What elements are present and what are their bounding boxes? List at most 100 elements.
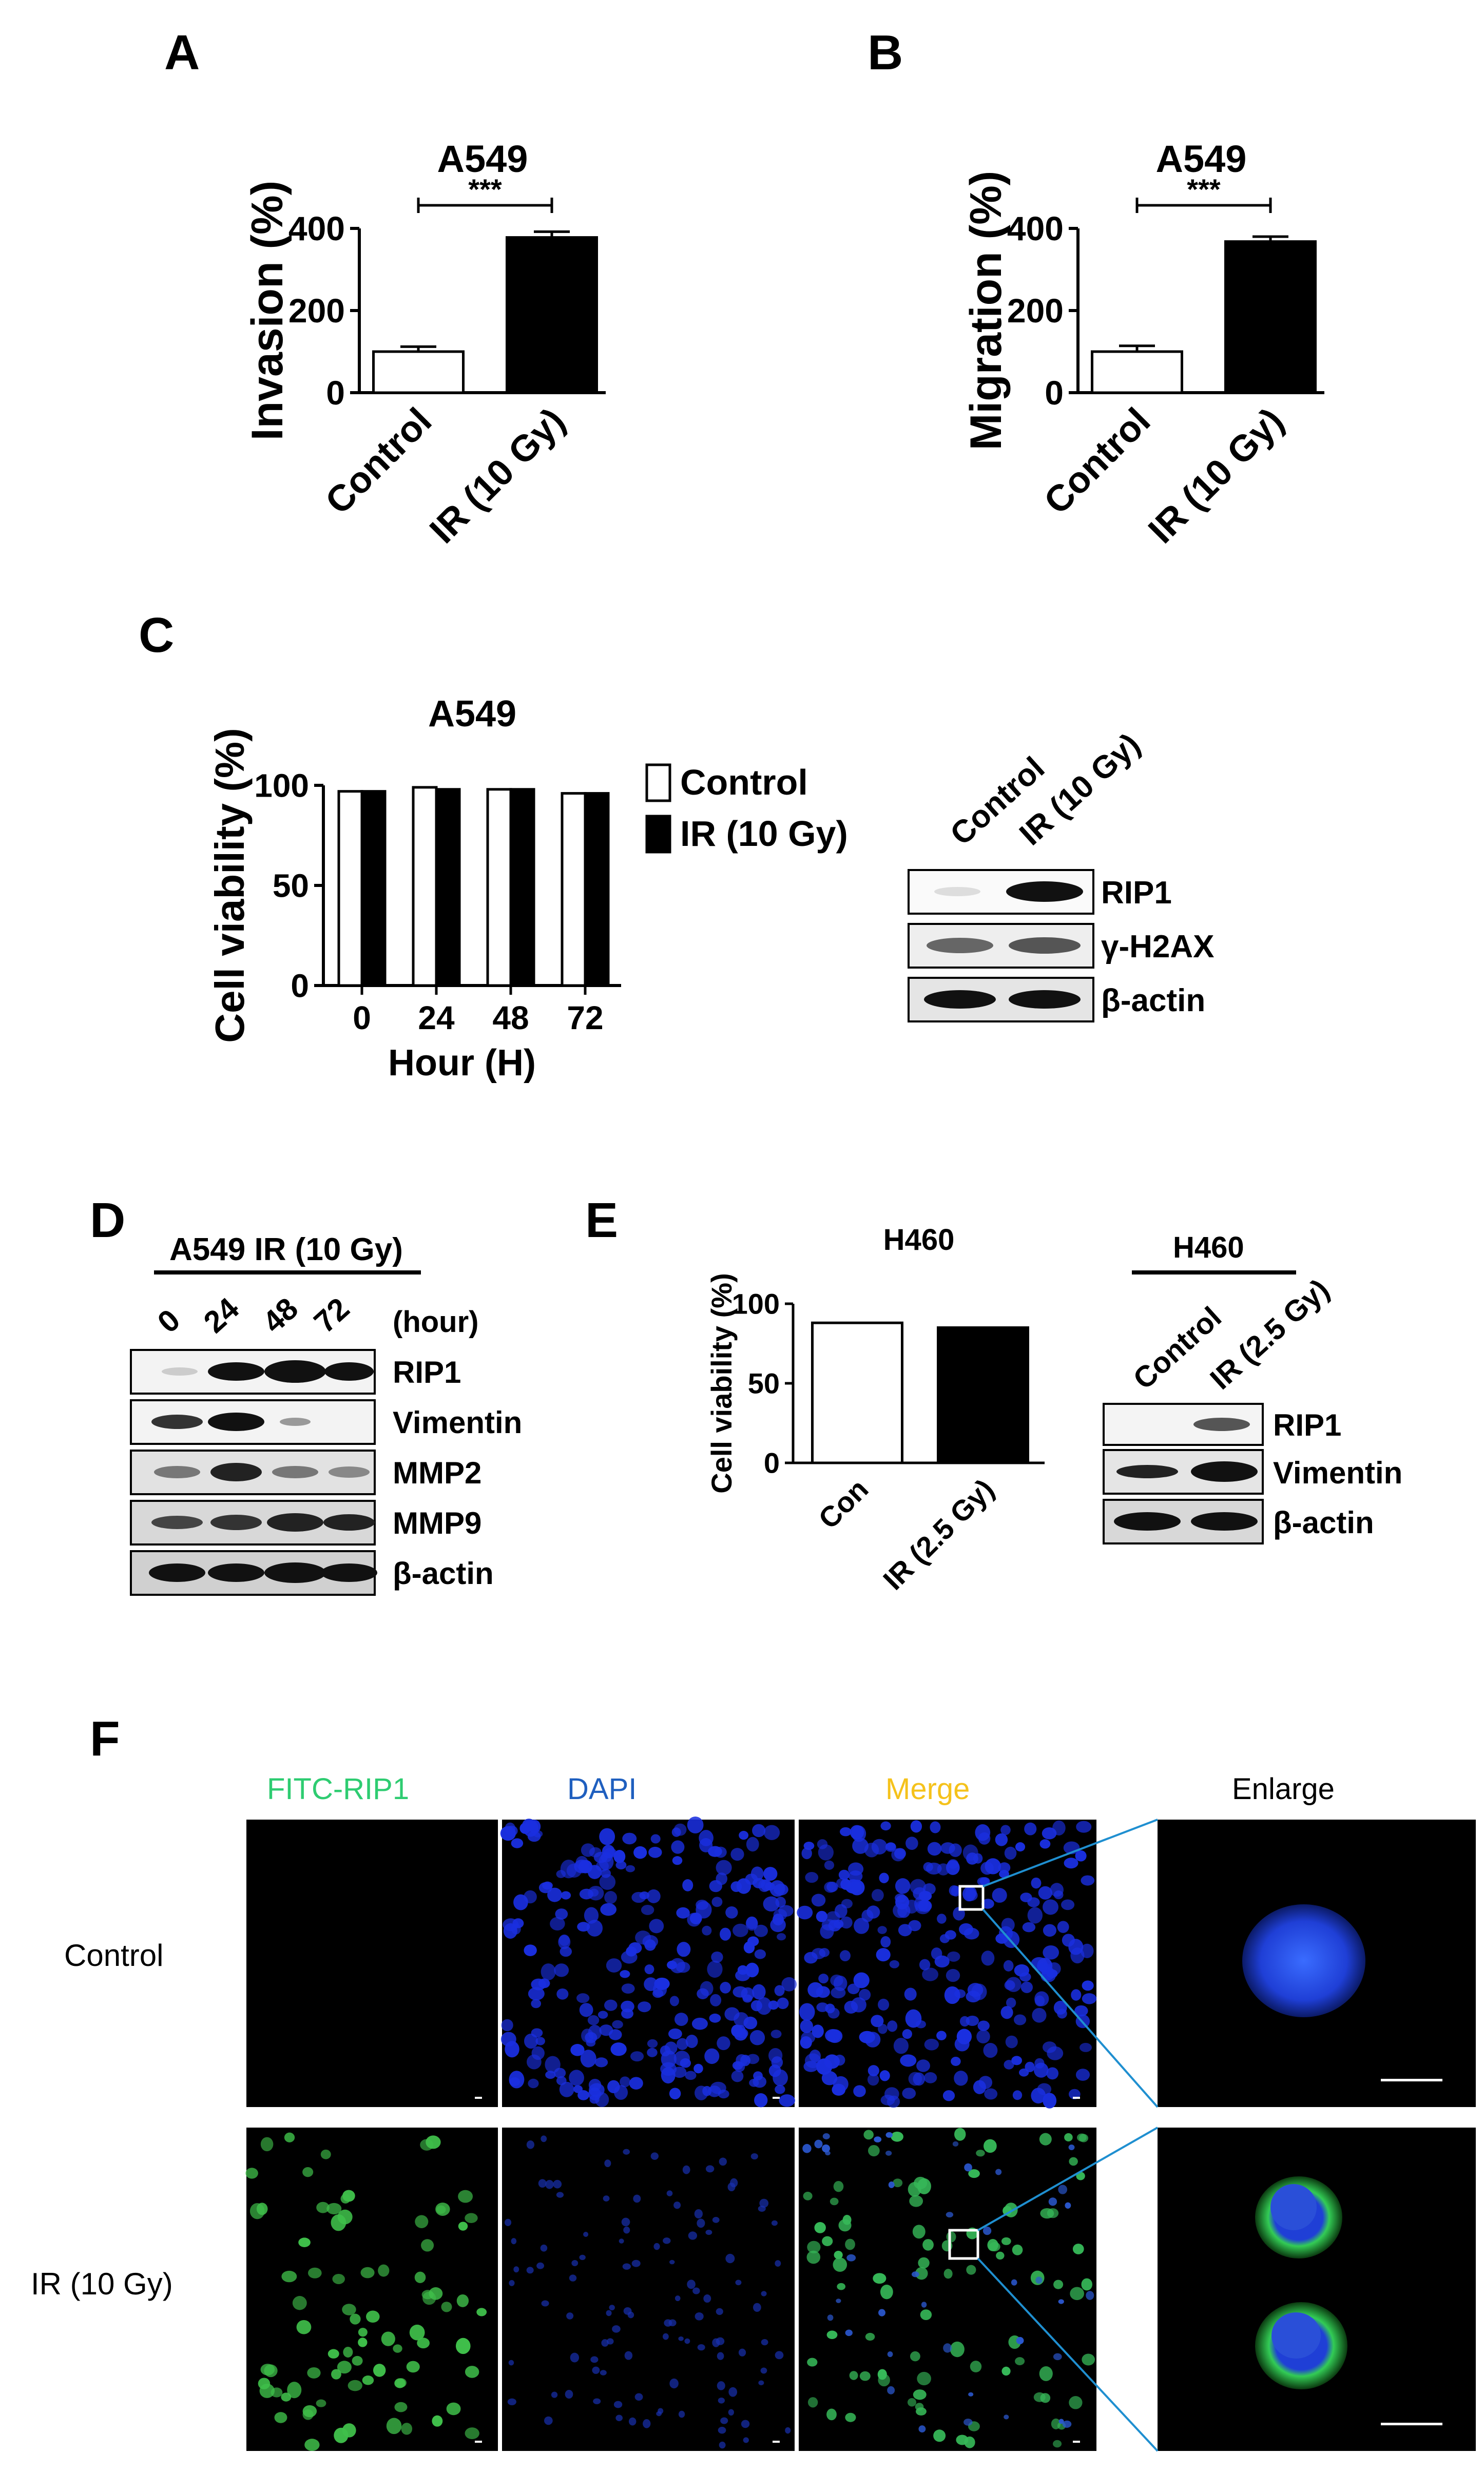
- cell: [560, 1946, 572, 1957]
- cell: [743, 2016, 758, 2030]
- cell: [943, 2269, 953, 2279]
- panel-letter-f: F: [90, 1711, 120, 1766]
- scale-bar: [1073, 2097, 1080, 2099]
- cell: [768, 2048, 783, 2063]
- cell: [949, 1885, 959, 1896]
- y-tick-label: 50: [273, 867, 309, 904]
- cell: [350, 2313, 361, 2325]
- cell: [633, 1846, 647, 1859]
- cell: [840, 1916, 853, 1929]
- cell: [666, 2190, 673, 2196]
- cell: [859, 1988, 871, 2001]
- bar: [584, 792, 610, 987]
- blot-band: [323, 1514, 375, 1531]
- if-image-ir-enlarge: [1158, 2128, 1476, 2451]
- y-tick-label: 0: [326, 374, 345, 412]
- y-tick-label: 50: [748, 1367, 780, 1400]
- cell: [801, 2031, 816, 2044]
- zoom-line: [977, 2257, 1159, 2452]
- bar: [561, 792, 587, 987]
- cell: [865, 2332, 875, 2341]
- cell: [1004, 1846, 1017, 1860]
- cell: [654, 1977, 670, 1990]
- cell: [362, 2376, 374, 2385]
- cell: [623, 2149, 630, 2155]
- nucleus-enlarged: [1270, 2184, 1317, 2230]
- x-tick-label: Con: [812, 1473, 875, 1535]
- cell: [555, 1908, 568, 1920]
- cell: [850, 1825, 864, 1840]
- cell: [801, 1847, 812, 1860]
- cell: [995, 1933, 1009, 1944]
- cell: [682, 2165, 690, 2174]
- nucleus-enlarged: [1242, 1904, 1365, 2017]
- cell: [671, 1827, 681, 1837]
- cell: [524, 1890, 537, 1904]
- cell: [717, 2036, 730, 2051]
- blot-band: [208, 1362, 264, 1381]
- cell: [394, 2378, 406, 2388]
- cell: [908, 2072, 922, 2086]
- cell: [837, 2283, 846, 2290]
- cell: [879, 2070, 890, 2081]
- cell: [1042, 1827, 1057, 1840]
- cell: [802, 2143, 812, 2153]
- blot-d: A549 IR (10 Gy) 0 24 48 72 (hour) RIP1 V…: [130, 1232, 522, 1596]
- cell: [761, 2339, 768, 2346]
- cell: [682, 1879, 693, 1891]
- cell: [947, 1951, 960, 1962]
- blot-band: [267, 1513, 323, 1532]
- cell: [523, 1819, 538, 1837]
- cell: [348, 2380, 362, 2391]
- cell: [758, 2380, 764, 2386]
- cell: [304, 2439, 320, 2451]
- cell: [600, 1903, 617, 1916]
- cell: [711, 1897, 723, 1907]
- cell: [623, 2226, 630, 2234]
- cell: [697, 2344, 705, 2351]
- cell: [281, 2270, 297, 2283]
- cell: [885, 2132, 893, 2138]
- cell: [624, 2351, 633, 2360]
- cell: [565, 2389, 573, 2399]
- if-image-control-fitc: [246, 1820, 498, 2107]
- cell: [569, 2274, 577, 2282]
- cell: [853, 1972, 870, 1988]
- cell: [1057, 1921, 1069, 1933]
- cell: [326, 2203, 342, 2215]
- cell: [930, 1821, 941, 1833]
- blot-c-label-actin: β-actin: [1101, 983, 1205, 1018]
- cell: [455, 2338, 471, 2354]
- cell: [687, 1816, 704, 1833]
- cell: [583, 2231, 589, 2237]
- cell: [456, 2294, 469, 2307]
- cell: [867, 2073, 879, 2086]
- cell: [770, 2030, 782, 2039]
- cell: [609, 2029, 622, 2040]
- cell: [924, 2038, 939, 2051]
- cell: [641, 1905, 654, 1915]
- chart-title: H460: [883, 1223, 955, 1257]
- cell: [542, 1881, 553, 1890]
- cell: [1004, 2415, 1009, 2420]
- cell: [633, 2194, 641, 2203]
- blot-band: [208, 1413, 264, 1431]
- chart-title: A549: [428, 693, 516, 735]
- panel-letter-b: B: [868, 25, 903, 80]
- cell: [807, 2241, 821, 2253]
- blot-band: [1193, 1418, 1250, 1431]
- y-tick-label: 0: [1045, 374, 1064, 412]
- cell: [689, 1913, 702, 1924]
- cell: [526, 2140, 535, 2149]
- cell: [1000, 1825, 1011, 1836]
- cell: [895, 1878, 911, 1894]
- cell: [709, 2013, 721, 2023]
- cell: [566, 2312, 574, 2320]
- cell: [918, 2257, 930, 2269]
- cell: [634, 2393, 643, 2401]
- cell: [421, 2239, 434, 2252]
- cell: [505, 1822, 516, 1835]
- cell: [814, 2222, 826, 2233]
- cell: [630, 2051, 644, 2062]
- cell: [916, 2059, 931, 2072]
